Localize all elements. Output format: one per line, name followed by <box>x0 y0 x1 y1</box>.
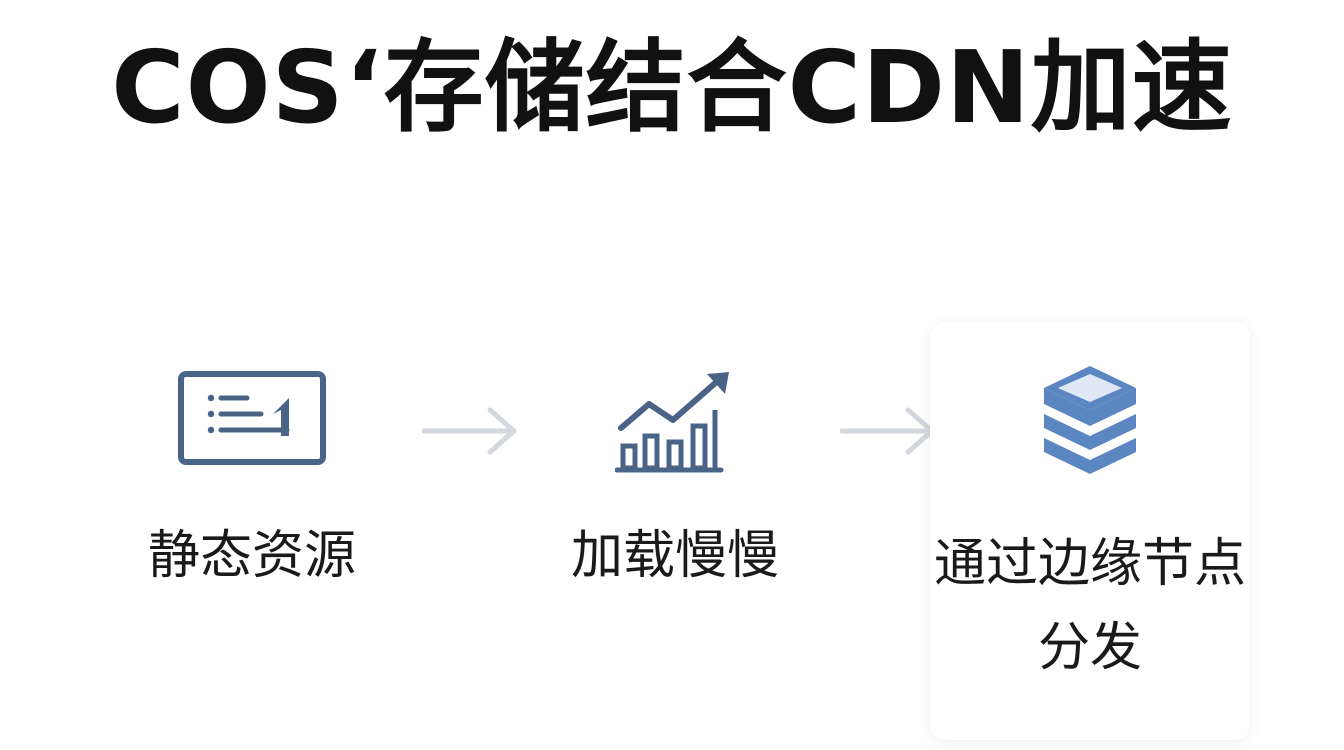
bar-chart-trend-icon <box>615 372 729 473</box>
step-card-static-resources: 静态资源 <box>92 322 412 612</box>
arrow-right-icon <box>840 407 935 455</box>
step-label: 静态资源 <box>147 526 356 586</box>
step-card-edge-distribution: 通过边缘节点分发 <box>930 322 1250 740</box>
page-title: COS‘存储结合CDN加速 <box>111 29 1233 146</box>
arrow-right-icon <box>422 407 517 455</box>
step-card-loading-slow: 加载慢慢 <box>510 322 840 612</box>
step-label: 加载慢慢 <box>570 526 779 586</box>
list-document-icon <box>178 371 326 465</box>
step-label: 通过边缘节点分发 <box>933 534 1246 678</box>
layered-stack-icon <box>1044 366 1136 474</box>
